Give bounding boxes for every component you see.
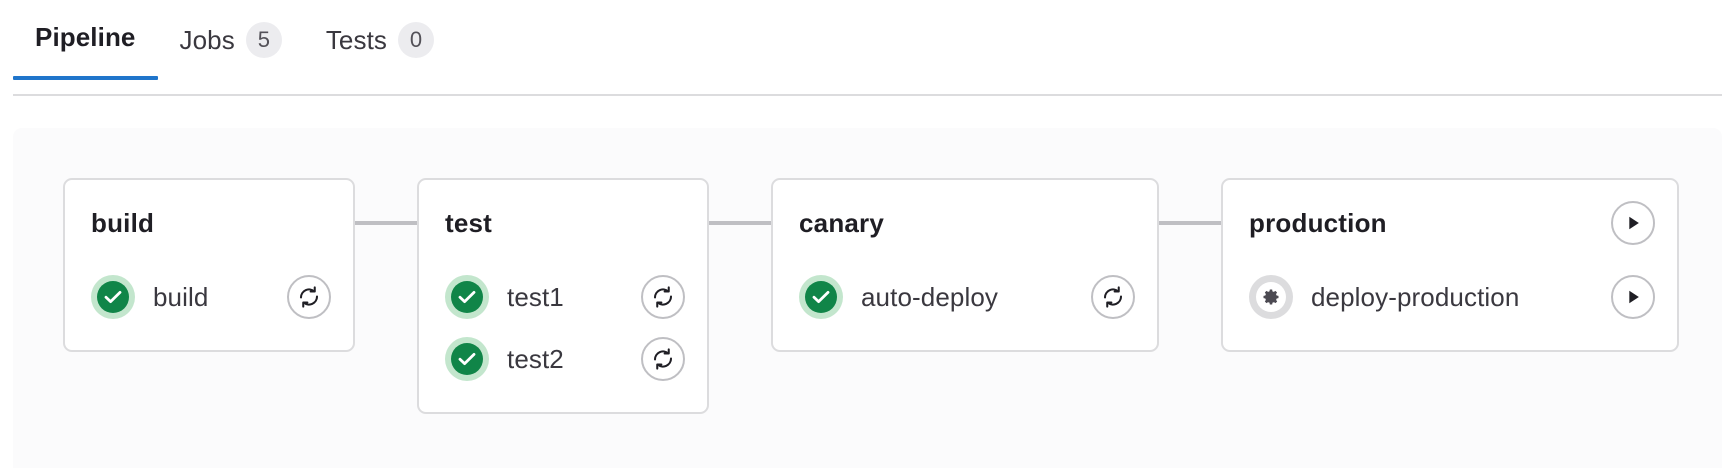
- job-main: auto-deploy: [799, 275, 998, 319]
- job-name: test1: [507, 281, 564, 312]
- job-main: test2: [445, 337, 564, 381]
- tab-tests-label: Tests: [325, 25, 388, 55]
- pipeline-graph-panel: build build: [13, 128, 1722, 468]
- retry-icon[interactable]: [641, 275, 685, 319]
- tab-jobs-label: Jobs: [179, 25, 235, 55]
- retry-icon[interactable]: [641, 337, 685, 381]
- retry-icon[interactable]: [1091, 275, 1135, 319]
- stage-title: test: [445, 207, 493, 238]
- check-circle-icon: [799, 275, 843, 319]
- stage-wrap-build: build build: [63, 178, 417, 352]
- job-row[interactable]: build: [65, 266, 353, 328]
- tab-jobs[interactable]: Jobs 5: [158, 0, 304, 86]
- job-name: deploy-production: [1311, 281, 1520, 312]
- retry-icon[interactable]: [287, 275, 331, 319]
- stage-header-canary: canary: [773, 202, 1157, 244]
- stage-title: build: [91, 207, 155, 238]
- stage-connector: [1159, 221, 1221, 225]
- job-main: deploy-production: [1249, 275, 1519, 319]
- stage-title: canary: [799, 207, 885, 238]
- check-circle-icon: [91, 275, 135, 319]
- job-main: test1: [445, 275, 564, 319]
- job-main: build: [91, 275, 208, 319]
- stage-wrap-canary: canary auto-deploy: [771, 178, 1221, 352]
- stage-jobs-production: deploy-production: [1223, 244, 1677, 328]
- stage-card-test[interactable]: test test1: [417, 178, 709, 414]
- stage-wrap-test: test test1: [417, 178, 771, 414]
- tab-pipeline-label: Pipeline: [35, 22, 136, 52]
- tab-pipeline[interactable]: Pipeline: [13, 0, 158, 80]
- stage-connector: [709, 221, 771, 225]
- play-icon[interactable]: [1611, 275, 1655, 319]
- job-row[interactable]: test1: [419, 266, 707, 328]
- stage-header-production: production: [1223, 201, 1677, 245]
- stage-jobs-build: build: [65, 244, 353, 328]
- stage-wrap-production: production: [1221, 178, 1679, 352]
- stage-connector: [355, 221, 417, 225]
- stage-header-test: test: [419, 202, 707, 244]
- stage-jobs-test: test1: [419, 244, 707, 390]
- job-row[interactable]: deploy-production: [1223, 266, 1677, 328]
- pipeline-tabbar: Pipeline Jobs 5 Tests 0: [0, 0, 1722, 96]
- stage-card-build[interactable]: build build: [63, 178, 355, 352]
- tab-tests-badge: 0: [398, 22, 435, 58]
- tab-tests[interactable]: Tests 0: [304, 0, 456, 86]
- pipeline-stages: build build: [13, 128, 1722, 414]
- tab-jobs-badge: 5: [245, 22, 282, 58]
- stage-header-build: build: [65, 202, 353, 244]
- job-row[interactable]: test2: [419, 328, 707, 390]
- stage-jobs-canary: auto-deploy: [773, 244, 1157, 328]
- gear-icon: [1249, 275, 1293, 319]
- check-circle-icon: [445, 275, 489, 319]
- job-row[interactable]: auto-deploy: [773, 266, 1157, 328]
- job-name: auto-deploy: [861, 281, 998, 312]
- job-name: test2: [507, 343, 564, 374]
- job-name: build: [153, 281, 209, 312]
- stage-title: production: [1249, 207, 1387, 238]
- check-circle-icon: [445, 337, 489, 381]
- stage-card-production[interactable]: production: [1221, 178, 1679, 352]
- stage-card-canary[interactable]: canary auto-deploy: [771, 178, 1159, 352]
- play-icon[interactable]: [1611, 201, 1655, 245]
